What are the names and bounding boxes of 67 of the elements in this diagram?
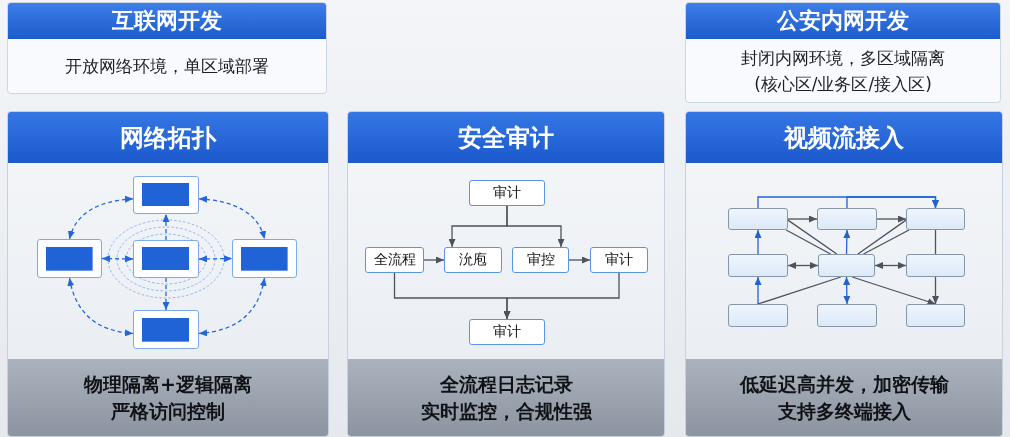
card-title: 互联网开发	[8, 3, 326, 39]
arrow	[568, 256, 591, 264]
arrow	[787, 215, 818, 223]
module-box	[906, 304, 965, 327]
connector-line	[785, 229, 832, 255]
process-box: 审计	[590, 247, 648, 273]
process-box: 全流程	[365, 247, 424, 273]
arrow	[846, 196, 939, 209]
panel-title: 网络拓扑	[8, 112, 328, 163]
module-box	[728, 208, 788, 230]
dashed-double-arrow	[198, 277, 267, 337]
summary-text: 实时监控，合规性强	[420, 398, 592, 424]
process-box: 审计	[469, 319, 545, 345]
module-box	[728, 254, 788, 277]
connector-line	[787, 219, 838, 255]
network-node	[133, 310, 199, 349]
card-title: 公安内网开发	[686, 3, 1000, 39]
dashed-double-arrow	[198, 255, 233, 263]
dashed-double-arrow	[198, 196, 266, 240]
dashed-double-arrow	[68, 196, 134, 240]
module-box	[728, 304, 788, 327]
summary-text: 物理隔离+逻辑隔离	[84, 371, 252, 397]
arrow	[423, 256, 445, 264]
feature-panel	[347, 111, 665, 437]
summary-text: 严格访问控制	[111, 398, 225, 424]
arrow	[503, 272, 620, 320]
arrow	[932, 276, 939, 305]
connector-line	[857, 219, 907, 255]
card-description: 开放网络环境，单区域部署	[65, 55, 269, 78]
summary-text: 全流程日志记录	[439, 371, 573, 397]
dashed-arrow	[162, 277, 170, 311]
module-box	[817, 304, 877, 327]
module-box	[906, 254, 965, 277]
connector-line	[934, 229, 937, 255]
summary-text: 低延迟高并发，加密传输	[739, 371, 949, 397]
double-arrow	[787, 262, 819, 269]
dashed-double-arrow	[67, 277, 134, 337]
panel-title: 安全审计	[348, 112, 664, 163]
double-arrow	[874, 262, 907, 269]
arrow	[754, 229, 762, 255]
connector-line	[862, 229, 910, 255]
arrow	[506, 205, 565, 248]
dashed-arrow	[162, 213, 170, 241]
feature-panel	[7, 111, 329, 437]
arrow	[876, 215, 907, 223]
info-card	[685, 2, 1001, 103]
card-description: 封闭内网环境，多区域隔离(核心区/业务区/接入区)	[740, 46, 946, 96]
summary-text: 支持多终端接入	[777, 398, 911, 424]
module-box	[818, 254, 875, 277]
network-node	[232, 239, 297, 278]
arrow	[843, 229, 851, 255]
arrow	[851, 276, 937, 305]
module-box	[817, 208, 877, 230]
process-box: 沇庖	[444, 247, 502, 273]
network-node	[37, 239, 102, 278]
arrow	[754, 276, 762, 305]
process-box: 审控	[512, 247, 569, 273]
feature-panel	[685, 111, 1003, 437]
dashed-double-arrow	[101, 255, 134, 263]
panel-title: 视频流接入	[686, 112, 1002, 163]
network-node	[133, 176, 199, 214]
process-box: 审计	[469, 180, 545, 206]
network-node	[133, 240, 199, 278]
info-card	[7, 2, 327, 94]
module-box	[906, 208, 965, 230]
connector-line	[757, 276, 842, 305]
double-arrow	[843, 276, 851, 305]
